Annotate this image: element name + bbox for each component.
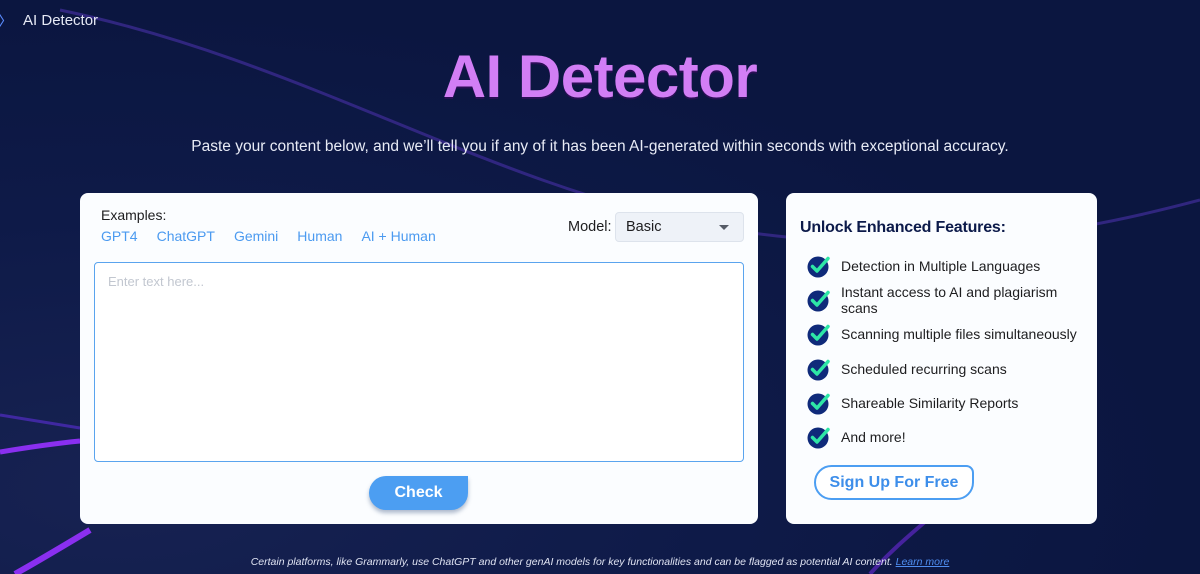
page-title: AI Detector: [442, 43, 758, 110]
feature-label: Scanning multiple files simultaneously: [841, 326, 1077, 343]
feature-item: Scheduled recurring scans: [806, 352, 1097, 386]
check-circle-icon: [807, 427, 830, 449]
feature-item: Detection in Multiple Languages: [806, 249, 1097, 283]
feature-label: Shareable Similarity Reports: [841, 394, 1019, 411]
sign-up-button[interactable]: Sign Up For Free: [814, 465, 974, 500]
caret-down-icon: [719, 225, 729, 230]
feature-item: Scanning multiple files simultaneously: [806, 317, 1097, 351]
page-subtitle: Paste your content below, and we’ll tell…: [191, 138, 1009, 155]
model-selected-value: Basic: [626, 219, 662, 235]
features-card: Unlock Enhanced Features: Detection in M…: [786, 193, 1097, 524]
examples-list: GPT4 ChatGPT Gemini Human AI + Human: [101, 228, 436, 244]
feature-label: Scheduled recurring scans: [841, 360, 1007, 377]
footnote: Certain platforms, like Grammarly, use C…: [0, 556, 1200, 568]
footnote-text: Certain platforms, like Grammarly, use C…: [250, 556, 893, 568]
example-ai-human[interactable]: AI + Human: [361, 228, 436, 244]
detector-card: Examples: GPT4 ChatGPT Gemini Human AI +…: [80, 193, 758, 524]
check-circle-icon: [807, 324, 830, 346]
breadcrumb: 〉 AI Detector: [0, 10, 98, 30]
check-circle-icon: [807, 359, 830, 381]
feature-label: Detection in Multiple Languages: [841, 258, 1041, 275]
features-list: Detection in Multiple Languages Instant …: [806, 249, 1097, 454]
check-circle-icon: [807, 393, 830, 415]
example-chatgpt[interactable]: ChatGPT: [156, 228, 215, 244]
feature-label: And more!: [841, 429, 906, 446]
text-input[interactable]: [94, 262, 744, 462]
model-select[interactable]: Basic: [615, 212, 744, 242]
feature-item: And more!: [806, 420, 1097, 454]
examples-label: Examples:: [101, 207, 167, 223]
feature-item: Instant access to AI and plagiarism scan…: [806, 283, 1097, 317]
feature-item: Shareable Similarity Reports: [806, 386, 1097, 420]
example-gemini[interactable]: Gemini: [233, 228, 279, 244]
example-gpt4[interactable]: GPT4: [101, 228, 138, 244]
example-human[interactable]: Human: [297, 228, 343, 244]
check-circle-icon: [807, 290, 830, 312]
feature-label: Instant access to AI and plagiarism scan…: [841, 284, 1058, 317]
chevron-right-icon: 〉: [0, 10, 13, 31]
check-circle-icon: [807, 256, 830, 278]
check-button[interactable]: Check: [369, 476, 468, 510]
model-label: Model:: [568, 219, 612, 235]
breadcrumb-current[interactable]: AI Detector: [23, 11, 99, 29]
learn-more-link[interactable]: Learn more: [895, 556, 950, 568]
features-title: Unlock Enhanced Features:: [800, 219, 1006, 236]
